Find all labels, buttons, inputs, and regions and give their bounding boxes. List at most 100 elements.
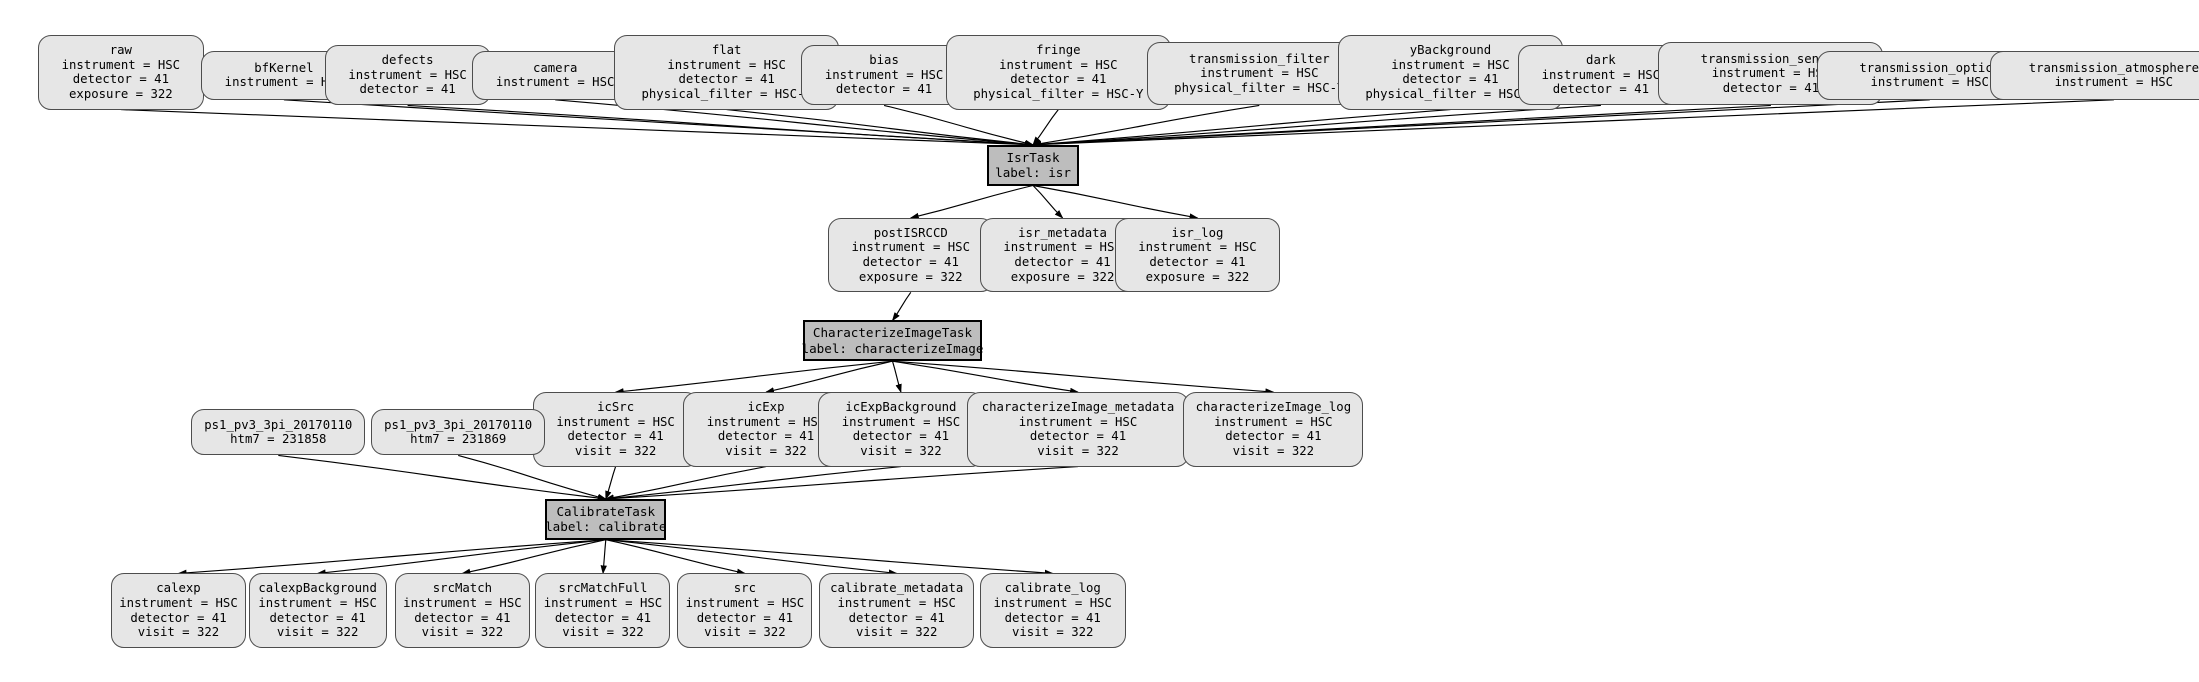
edge-icExp-to-CalibrateTask bbox=[604, 466, 767, 501]
node-attribute: detector = 41 bbox=[696, 610, 794, 625]
node-title: IsrTask bbox=[1006, 149, 1060, 165]
node-attribute: visit = 322 bbox=[1037, 443, 1119, 458]
edge-CharacterizeImageTask-to-icExp bbox=[765, 360, 893, 394]
node-title: CharacterizeImageTask bbox=[812, 325, 973, 341]
node-title: CalibrateTask bbox=[556, 503, 656, 519]
node-attribute: instrument = HSC bbox=[2054, 75, 2174, 90]
node-attribute: detector = 41 bbox=[414, 610, 511, 625]
node-attribute: detector = 41 bbox=[862, 255, 959, 270]
node-attribute: detector = 41 bbox=[72, 72, 169, 87]
node-attribute: detector = 41 bbox=[1722, 81, 1820, 96]
node-attribute: instrument = HSC bbox=[841, 414, 961, 429]
edge-IsrTask-to-postISRCCD bbox=[909, 184, 1034, 220]
node-title: calexpBackground bbox=[258, 581, 377, 596]
edge-yBackground-to-IsrTask bbox=[1032, 109, 1451, 148]
edge-postISRCCD-to-CharacterizeImageTask bbox=[891, 291, 912, 322]
node-title: src bbox=[733, 581, 756, 596]
node-title: icExpBackground bbox=[845, 400, 957, 415]
node-attribute: instrument = HSC bbox=[1018, 414, 1138, 429]
node-title: calibrate_log bbox=[1004, 581, 1101, 596]
node-attribute: instrument = HSC bbox=[824, 67, 944, 82]
edge-dark-to-IsrTask bbox=[1032, 104, 1601, 148]
node-attribute: instrument = HSC bbox=[495, 75, 615, 90]
node-attribute: visit = 322 bbox=[725, 443, 807, 458]
node-attribute: exposure = 322 bbox=[1145, 269, 1250, 284]
node-title: transmission_filter bbox=[1188, 51, 1330, 66]
edge-transmission_filter-to-IsrTask bbox=[1032, 104, 1260, 147]
node-attribute: visit = 322 bbox=[1011, 625, 1094, 640]
node-title: bfKernel bbox=[254, 60, 314, 75]
edge-CalibrateTask-to-calexpBackground bbox=[316, 539, 606, 576]
node-attribute: instrument = HSC bbox=[1214, 414, 1333, 429]
node-attribute: exposure = 322 bbox=[858, 269, 963, 284]
node-attribute: detector = 41 bbox=[359, 82, 456, 97]
node-attribute: instrument = HSC bbox=[1391, 57, 1510, 72]
node-title: bias bbox=[869, 53, 899, 68]
node-title: yBackground bbox=[1409, 43, 1492, 58]
node-attribute: label: calibrate bbox=[545, 519, 667, 535]
edge-CalibrateTask-to-srcMatch bbox=[461, 539, 606, 575]
edge-CharacterizeImageTask-to-characterizeImage_log bbox=[892, 360, 1275, 395]
node-attribute: visit = 322 bbox=[574, 443, 657, 458]
node-title: transmission_optics bbox=[1859, 60, 2001, 75]
node-attribute: detector = 41 bbox=[1004, 610, 1101, 625]
node-title: flat bbox=[711, 43, 742, 58]
edge-raw-to-IsrTask bbox=[120, 109, 1034, 148]
node-title: calexp bbox=[156, 581, 201, 596]
node-attribute: detector = 41 bbox=[1225, 429, 1322, 444]
node-attribute: detector = 41 bbox=[567, 429, 664, 444]
edge-transmission_atmosphere-to-IsrTask bbox=[1032, 99, 2114, 148]
node-attribute: detector = 41 bbox=[1029, 429, 1127, 444]
node-title: srcMatchFull bbox=[558, 581, 648, 596]
node-attribute: visit = 322 bbox=[1232, 443, 1315, 458]
node-title: dark bbox=[1586, 53, 1616, 68]
node-title: transmission_sensor bbox=[1700, 51, 1842, 66]
node-title: characterizeImage_log bbox=[1195, 400, 1352, 415]
node-attribute: detector = 41 bbox=[269, 610, 366, 625]
node-attribute: detector = 41 bbox=[717, 429, 815, 444]
node-title: postISRCCD bbox=[873, 225, 948, 240]
node-attribute: instrument = HSC bbox=[1138, 240, 1257, 255]
node-attribute: instrument = HSC bbox=[837, 596, 956, 611]
edge-CalibrateTask-to-calexp bbox=[177, 539, 606, 577]
node-attribute: instrument = HSC bbox=[61, 57, 181, 72]
node-attribute: instrument = HSC bbox=[1711, 66, 1831, 81]
edge-icSrc-to-CalibrateTask bbox=[605, 466, 617, 500]
node-attribute: physical_filter = HSC-Y bbox=[1365, 86, 1536, 101]
edge-IsrTask-to-isr_log bbox=[1032, 184, 1199, 220]
node-attribute: instrument = HSC bbox=[685, 596, 805, 611]
edge-icExpBackground-to-CalibrateTask bbox=[604, 466, 901, 502]
edge-IsrTask-to-isr_metadata bbox=[1032, 185, 1064, 219]
node-attribute: visit = 322 bbox=[562, 625, 644, 640]
node-attribute: label: isr bbox=[995, 165, 1071, 181]
node-attribute: visit = 322 bbox=[855, 625, 938, 640]
node-attribute: instrument = HSC bbox=[851, 240, 970, 255]
